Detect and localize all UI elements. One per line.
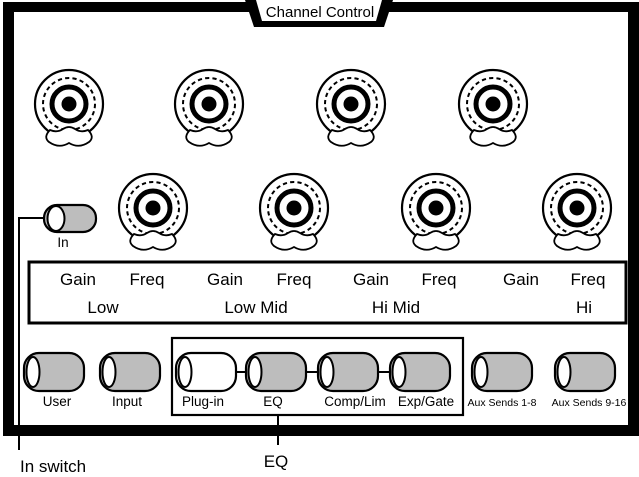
comp-lim-button-label: Comp/Lim	[324, 394, 386, 409]
aux-sends-1-8-button[interactable]	[470, 351, 534, 393]
band-label-low-mid: Low Mid	[224, 298, 287, 317]
label-freq-low-mid: Freq	[277, 270, 312, 289]
aux-sends-9-16-button[interactable]	[553, 351, 617, 393]
label-gain-hi: Gain	[503, 270, 539, 289]
eq-label-box	[27, 260, 628, 325]
input-button-label: Input	[112, 394, 142, 409]
label-gain-low-mid: Gain	[207, 270, 243, 289]
in-switch-callout: In switch	[20, 457, 86, 476]
label-freq-low: Freq	[130, 270, 165, 289]
eq-button-label: EQ	[263, 394, 283, 409]
label-gain-hi-mid: Gain	[353, 270, 389, 289]
in-switch-callout-line	[18, 217, 44, 450]
panel-title-tab: Channel Control	[245, 0, 393, 27]
panel-title: Channel Control	[266, 4, 374, 21]
exp-gate-button[interactable]	[388, 351, 452, 393]
eq-callout: EQ	[264, 452, 289, 471]
user-button-label: User	[43, 394, 72, 409]
aux-sends-9-16-label: Aux Sends 9-16	[552, 397, 627, 409]
band-label-low: Low	[87, 298, 119, 317]
aux-sends-1-8-label: Aux Sends 1-8	[468, 397, 537, 409]
label-gain-low: Gain	[60, 270, 96, 289]
input-button[interactable]	[98, 351, 162, 393]
band-label-hi-mid: Hi Mid	[372, 298, 420, 317]
plugin-button-label: Plug-in	[182, 394, 224, 409]
label-freq-hi-mid: Freq	[422, 270, 457, 289]
eq-button[interactable]	[244, 351, 308, 393]
eq-group-box	[170, 336, 465, 417]
plugin-button[interactable]	[174, 351, 238, 393]
label-freq-hi: Freq	[571, 270, 606, 289]
comp-lim-button[interactable]	[316, 351, 380, 393]
in-switch[interactable]	[42, 203, 98, 234]
band-label-hi: Hi	[576, 298, 592, 317]
in-switch-label: In	[57, 235, 68, 250]
exp-gate-button-label: Exp/Gate	[398, 394, 454, 409]
user-button[interactable]	[22, 351, 86, 393]
